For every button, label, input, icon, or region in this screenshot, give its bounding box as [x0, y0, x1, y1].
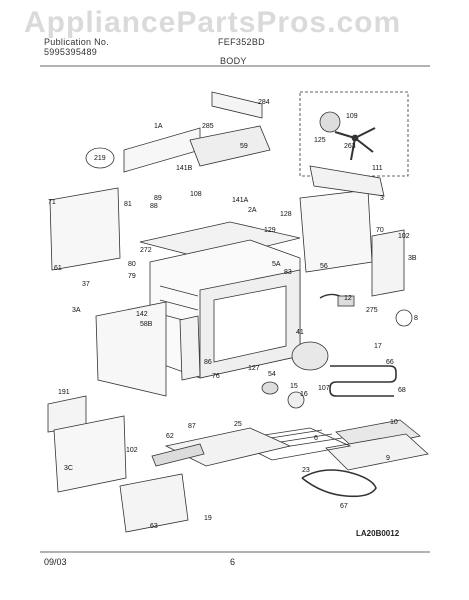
- callout-285: 285: [202, 123, 214, 130]
- terminal-block: [337, 295, 355, 307]
- callout-102-right: 102: [398, 233, 410, 240]
- callout-88: 88: [150, 203, 158, 210]
- left-side-panel: [49, 187, 121, 271]
- footer-page-number: 6: [230, 557, 236, 567]
- clamp-bracket: [85, 147, 115, 169]
- light-socket: [261, 381, 279, 395]
- callout-141a: 141A: [232, 197, 249, 204]
- watermark: AppliancePartsPros.com: [24, 6, 402, 39]
- callout-19: 19: [204, 515, 212, 522]
- callout-102-left: 102: [126, 447, 138, 454]
- broiler-pan: [325, 433, 429, 471]
- sensor-knob: [395, 309, 413, 327]
- front-lower-panel: [95, 301, 167, 397]
- publication-number: 5995395489: [44, 47, 98, 57]
- right-side-panel: [299, 189, 373, 273]
- callout-127: 127: [248, 365, 260, 372]
- callout-111: 111: [372, 165, 383, 172]
- storage-drawer: [119, 473, 189, 533]
- publication-label: Publication No.: [44, 37, 110, 47]
- callout-66: 66: [386, 359, 394, 366]
- callout-86: 86: [204, 359, 212, 366]
- callout-5a: 5A: [272, 261, 281, 268]
- callout-191: 191: [58, 389, 70, 396]
- callout-58b: 58B: [140, 321, 153, 328]
- callout-125-top: 125: [314, 137, 326, 144]
- callout-56-right: 56: [320, 263, 328, 270]
- callout-80: 80: [128, 261, 136, 268]
- callout-76: 76: [212, 373, 220, 380]
- callout-67: 67: [340, 503, 348, 510]
- callout-129: 129: [264, 227, 276, 234]
- section-title: BODY: [220, 56, 247, 66]
- callout-263: 263: [344, 143, 356, 150]
- light-lens: [287, 391, 305, 409]
- fan-blade: [334, 127, 376, 161]
- fan-motor: [319, 111, 341, 133]
- oven-bottom: [164, 427, 292, 467]
- callout-3b: 3B: [408, 255, 417, 262]
- fan-assembly-box: [299, 91, 409, 177]
- callout-8: 8: [414, 315, 418, 322]
- callout-128: 128: [280, 211, 292, 218]
- callout-107: 107: [318, 385, 330, 392]
- callout-141b: 141B: [176, 165, 193, 172]
- callout-63: 63: [150, 523, 158, 530]
- callout-17: 17: [374, 343, 382, 350]
- callout-9: 9: [386, 455, 390, 462]
- rear-upper-panel: [309, 165, 385, 197]
- callout-68: 68: [398, 387, 406, 394]
- oven-opening: [213, 285, 287, 363]
- callout-275: 275: [366, 307, 378, 314]
- callout-59: 59: [240, 143, 248, 150]
- callout-219: 219: [94, 155, 106, 162]
- bake-element: [301, 469, 377, 498]
- insulation-pad: [189, 125, 271, 167]
- callout-54: 54: [268, 371, 276, 378]
- callout-41: 41: [296, 329, 304, 336]
- front-side-trim: [179, 315, 201, 381]
- callout-62: 62: [166, 433, 174, 440]
- fan-hub: [351, 134, 359, 142]
- callout-3c: 3C: [64, 465, 73, 472]
- footer-date: 09/03: [44, 557, 67, 567]
- callout-3a: 3A: [72, 307, 81, 314]
- callout-12: 12: [344, 295, 352, 302]
- callout-284: 284: [258, 99, 270, 106]
- callout-79: 79: [128, 273, 136, 280]
- broil-element: [329, 365, 397, 397]
- callout-16: 16: [300, 391, 308, 398]
- callout-83: 83: [284, 269, 292, 276]
- callout-15: 15: [290, 383, 298, 390]
- diagram-code: LA20B0012: [356, 529, 400, 538]
- callout-71: 71: [48, 199, 56, 206]
- callout-37: 37: [82, 281, 90, 288]
- callout-87: 87: [188, 423, 196, 430]
- callout-142: 142: [136, 311, 148, 318]
- callout-labels: 284 1A 285 59 219 109 125 263 111 71 141…: [48, 99, 418, 530]
- callout-108: 108: [190, 191, 202, 198]
- model-number: FEF352BD: [218, 37, 265, 47]
- callout-109: 109: [346, 113, 358, 120]
- callout-6: 6: [314, 435, 318, 442]
- callout-23: 23: [302, 467, 310, 474]
- drawer-panel: [53, 415, 127, 493]
- right-bracket: [371, 229, 405, 297]
- callout-89: 89: [154, 195, 162, 202]
- callout-2a: 2A: [248, 207, 257, 214]
- top-rear-panel: [211, 91, 263, 119]
- callout-1a: 1A: [154, 123, 163, 130]
- callout-272: 272: [140, 247, 152, 254]
- callout-81: 81: [124, 201, 132, 208]
- callout-25: 25: [234, 421, 242, 428]
- callout-61: 61: [54, 265, 62, 272]
- fan-cover: [291, 341, 329, 371]
- drawer-glide: [151, 443, 205, 467]
- callout-3: 3: [380, 195, 384, 202]
- callout-70-right: 70: [376, 227, 384, 234]
- callout-10: 10: [390, 419, 398, 426]
